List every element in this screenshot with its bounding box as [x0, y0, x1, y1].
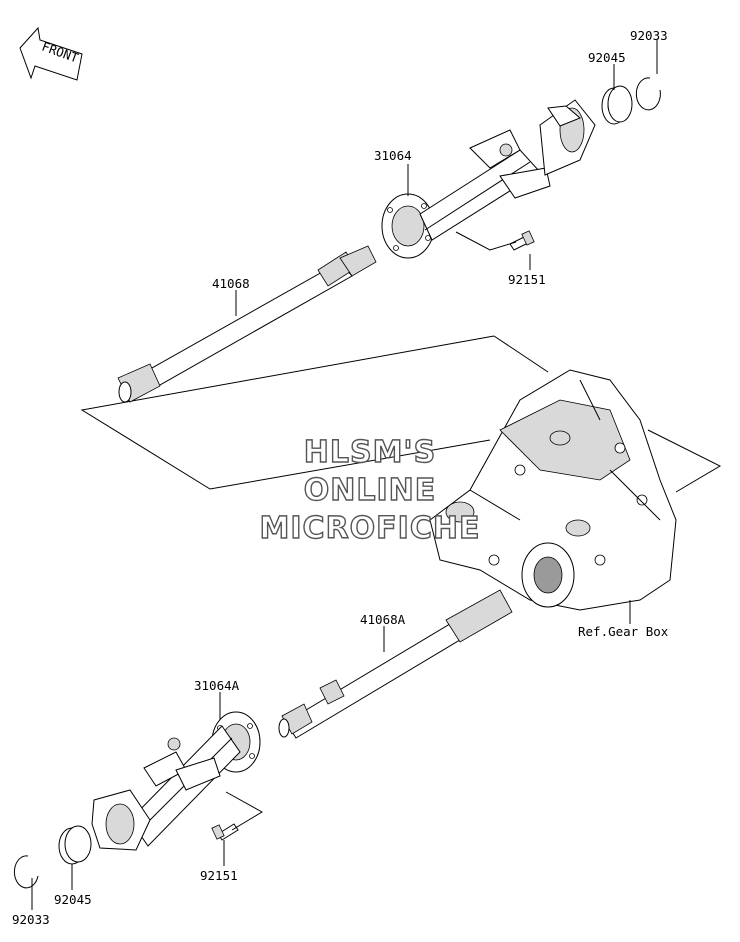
label-lower-bearing: 92045 [54, 892, 92, 907]
front-arrow-icon: FRONT [19, 26, 83, 81]
lower-bolt [211, 823, 239, 841]
watermark-line-1: HLSM'S [304, 435, 436, 470]
label-lower-clip: 92033 [12, 912, 50, 927]
lower-axle-shaft [278, 589, 513, 739]
label-upper-bearing: 92045 [588, 50, 626, 65]
label-lower-axle: 41068A [360, 612, 406, 627]
label-upper-axle: 41068 [212, 276, 250, 291]
watermark-line-3: MICROFICHE [260, 511, 481, 546]
lower-circlip [13, 855, 39, 889]
upper-bearing [601, 85, 633, 125]
reference-line-upper [493, 335, 549, 373]
label-upper-bolt: 92151 [508, 272, 546, 287]
label-ref-gear-box: Ref.Gear Box [578, 624, 669, 639]
reference-line-lower-bolt [225, 791, 263, 831]
label-lower-housing: 31064A [194, 678, 240, 693]
label-upper-housing: 31064 [374, 148, 412, 163]
lower-bearing [58, 825, 92, 865]
upper-bolt [509, 230, 535, 251]
reference-line-gearbox [647, 429, 722, 493]
lower-axle-housing [91, 711, 261, 851]
upper-axle-shaft [117, 245, 377, 403]
upper-circlip [635, 77, 661, 111]
reference-line-upper-box [80, 335, 495, 490]
reference-line-upper-bolt [455, 231, 517, 251]
upper-axle-housing [381, 99, 596, 259]
gear-box-assembly [429, 369, 677, 620]
label-upper-clip: 92033 [630, 28, 668, 43]
label-lower-bolt: 92151 [200, 868, 238, 883]
watermark-line-2: ONLINE [304, 473, 437, 508]
